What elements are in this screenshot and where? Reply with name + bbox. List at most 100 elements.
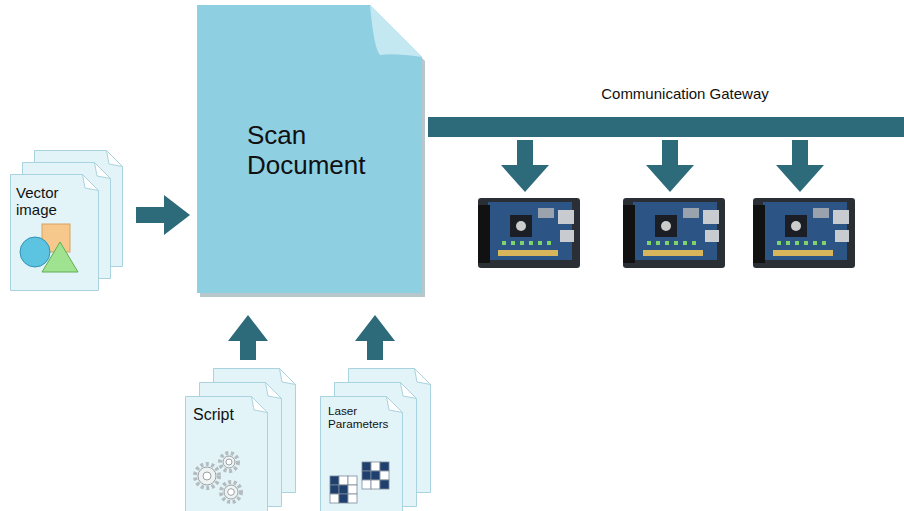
chip	[813, 208, 829, 218]
document-shape	[197, 5, 422, 293]
connector-strip	[478, 205, 490, 263]
gear-hub	[228, 489, 235, 496]
gear-teeth	[195, 464, 219, 488]
grid-cell	[330, 476, 339, 485]
connector-strip	[753, 205, 765, 263]
led	[804, 241, 808, 245]
page-fold	[107, 151, 123, 167]
node-outline	[185, 368, 295, 511]
page-fold	[266, 383, 282, 399]
chip	[683, 208, 699, 218]
chip	[510, 215, 532, 237]
controller-boards	[478, 198, 855, 268]
led	[822, 241, 826, 245]
board-frame	[753, 198, 855, 268]
grid-cell	[362, 462, 371, 471]
grid-cell	[348, 476, 357, 485]
port	[560, 230, 574, 242]
gear-hub	[203, 472, 211, 480]
stacked-page	[11, 175, 99, 291]
page-fold	[83, 175, 99, 191]
page-fold	[401, 383, 417, 399]
grid-cell	[348, 485, 357, 494]
chip	[655, 215, 677, 237]
chip	[538, 208, 554, 218]
gateway-band: Communication Gateway	[428, 117, 904, 137]
down-arrow	[776, 140, 824, 192]
grid-cell	[362, 480, 371, 489]
node-outline	[428, 117, 904, 137]
stacked-page	[321, 397, 403, 511]
file-stack: Vector image	[10, 150, 126, 296]
gear-teeth	[220, 453, 238, 471]
page-fold	[95, 163, 111, 179]
grid-cell	[362, 471, 371, 480]
page-fold	[370, 5, 422, 57]
gear-body	[198, 467, 216, 485]
grid-cell	[380, 471, 389, 480]
board-image	[623, 198, 725, 268]
grid-cell	[348, 494, 357, 503]
down-arrow	[646, 140, 694, 192]
led	[777, 241, 781, 245]
header	[643, 250, 703, 256]
gear-hub	[226, 459, 232, 465]
down-arrow	[501, 140, 549, 192]
gateway-label: Communication Gateway	[555, 85, 815, 102]
gear-teeth	[221, 482, 241, 502]
node-outline	[320, 368, 430, 511]
led	[502, 241, 506, 245]
file-stack: Script	[185, 368, 295, 511]
block-arrow	[355, 315, 395, 360]
led	[692, 241, 696, 245]
logo	[661, 221, 671, 231]
led	[795, 241, 799, 245]
port	[833, 210, 849, 224]
node-label: Scan Document	[247, 121, 407, 181]
board-image	[753, 198, 855, 268]
file-stack: Laser Parameters	[320, 368, 430, 511]
node-label: Script	[193, 406, 253, 424]
chip	[785, 215, 807, 237]
grid-cell	[330, 485, 339, 494]
led	[656, 241, 660, 245]
board-image	[478, 198, 580, 268]
triangle-icon	[42, 242, 78, 272]
gear-body	[224, 485, 238, 499]
logo	[516, 221, 526, 231]
grid-cell	[371, 471, 380, 480]
page-fold	[387, 397, 403, 413]
document-node: Scan Document	[197, 5, 425, 297]
led	[647, 241, 651, 245]
led	[786, 241, 790, 245]
page-fold	[252, 397, 268, 413]
gateway-arrows	[501, 140, 824, 192]
connector-strip	[623, 205, 635, 263]
grid-cell	[339, 476, 348, 485]
circle-icon	[20, 237, 50, 267]
grid-cell	[339, 485, 348, 494]
port	[558, 210, 574, 224]
node-label: Laser Parameters	[328, 404, 392, 431]
page-fold	[280, 369, 296, 385]
grid-cell	[371, 462, 380, 471]
block-arrow	[228, 315, 268, 360]
grid-cell	[371, 480, 380, 489]
port	[835, 230, 849, 242]
led	[538, 241, 542, 245]
led	[674, 241, 678, 245]
led	[529, 241, 533, 245]
led	[520, 241, 524, 245]
port	[703, 210, 719, 224]
led	[683, 241, 687, 245]
gateway-bar	[428, 117, 904, 137]
grid-cell	[380, 480, 389, 489]
board-frame	[478, 198, 580, 268]
led	[813, 241, 817, 245]
stacked-page	[186, 397, 268, 511]
port	[705, 230, 719, 242]
led	[665, 241, 669, 245]
board-frame	[623, 198, 725, 268]
